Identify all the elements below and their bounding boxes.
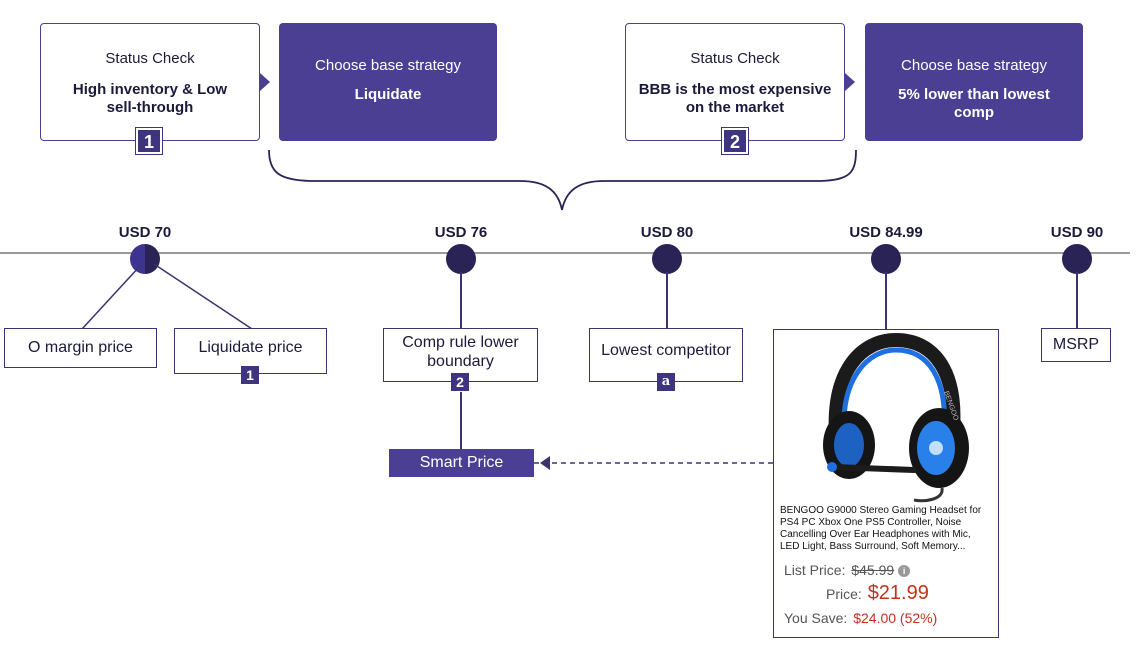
you-save-label: You Save: bbox=[784, 610, 848, 626]
price-label-76: USD 76 bbox=[434, 224, 488, 241]
arrow-right-icon bbox=[260, 73, 270, 91]
price-label-70: USD 70 bbox=[118, 224, 172, 241]
price-label-90: USD 90 bbox=[1050, 224, 1104, 241]
curly-brace bbox=[268, 149, 857, 211]
price-label-80: USD 80 bbox=[640, 224, 694, 241]
connector-line-smart bbox=[460, 392, 462, 452]
comp-rule-label: Comp rule lower boundary bbox=[402, 334, 519, 370]
timeline-dot-76 bbox=[446, 244, 476, 274]
price-value: $21.99 bbox=[867, 582, 929, 604]
smart-price-box: Smart Price bbox=[389, 449, 534, 477]
liquidate-price-label: Liquidate price bbox=[198, 339, 303, 356]
step-badge-1-small: 1 bbox=[241, 366, 259, 384]
base-strategy-card-1: Choose base strategy Liquidate bbox=[279, 23, 497, 141]
connector-line-84-99 bbox=[885, 272, 887, 330]
timeline-dot-70 bbox=[130, 244, 160, 274]
arrow-right-icon bbox=[845, 73, 855, 91]
list-price-value: $45.99 bbox=[851, 562, 895, 578]
step-badge-2-small: 2 bbox=[451, 373, 469, 391]
timeline-axis bbox=[0, 252, 1130, 254]
amazon-icon: a bbox=[657, 373, 675, 391]
status-check-title: Status Check bbox=[690, 50, 780, 67]
zero-margin-price-label: O margin price bbox=[28, 339, 133, 356]
price-label: Price: bbox=[826, 586, 862, 602]
lowest-competitor-label: Lowest competitor bbox=[601, 342, 731, 359]
connector-line-90 bbox=[1076, 272, 1078, 329]
list-price-label: List Price: bbox=[784, 562, 846, 578]
msrp-label: MSRP bbox=[1052, 336, 1100, 353]
info-icon: i bbox=[898, 565, 911, 578]
connector-line-80 bbox=[666, 272, 668, 329]
base-strategy-card-2: Choose base strategy 5% lower than lowes… bbox=[865, 23, 1083, 141]
base-strategy-title: Choose base strategy bbox=[901, 57, 1047, 74]
step-badge-1: 1 bbox=[135, 127, 163, 155]
product-description: BENGOO G9000 Stereo Gaming Headset for P… bbox=[780, 505, 982, 552]
msrp-box: MSRP bbox=[1041, 328, 1111, 362]
you-save-row: You Save: $24.00 (52%) bbox=[784, 610, 937, 626]
price-row: Price: $21.99 bbox=[826, 582, 929, 605]
list-price-row: List Price: $45.99 i bbox=[784, 562, 911, 578]
timeline-dot-84-99 bbox=[871, 244, 901, 274]
status-check-body: BBB is the most expensive on the market bbox=[638, 81, 832, 116]
smart-price-label: Smart Price bbox=[419, 454, 504, 471]
headset-image: BENGOO bbox=[823, 332, 969, 503]
base-strategy-title: Choose base strategy bbox=[315, 57, 461, 74]
price-label-84-99: USD 84.99 bbox=[849, 224, 923, 241]
status-check-title: Status Check bbox=[105, 50, 195, 67]
status-check-card-1: Status Check High inventory & Low sell-t… bbox=[40, 23, 260, 141]
timeline-dot-80 bbox=[652, 244, 682, 274]
timeline-dot-90 bbox=[1062, 244, 1092, 274]
connector-line-76 bbox=[460, 272, 462, 329]
step-badge-2: 2 bbox=[721, 127, 749, 155]
you-save-value: $24.00 (52%) bbox=[853, 610, 938, 626]
base-strategy-body: 5% lower than lowest comp bbox=[898, 86, 1050, 121]
product-card: BENGOO BENGOO G9000 Stereo Gaming Headse… bbox=[773, 329, 999, 638]
zero-margin-price-box: O margin price bbox=[4, 328, 157, 368]
base-strategy-body: Liquidate bbox=[354, 86, 422, 103]
status-check-body: High inventory & Low sell-through bbox=[72, 81, 228, 116]
